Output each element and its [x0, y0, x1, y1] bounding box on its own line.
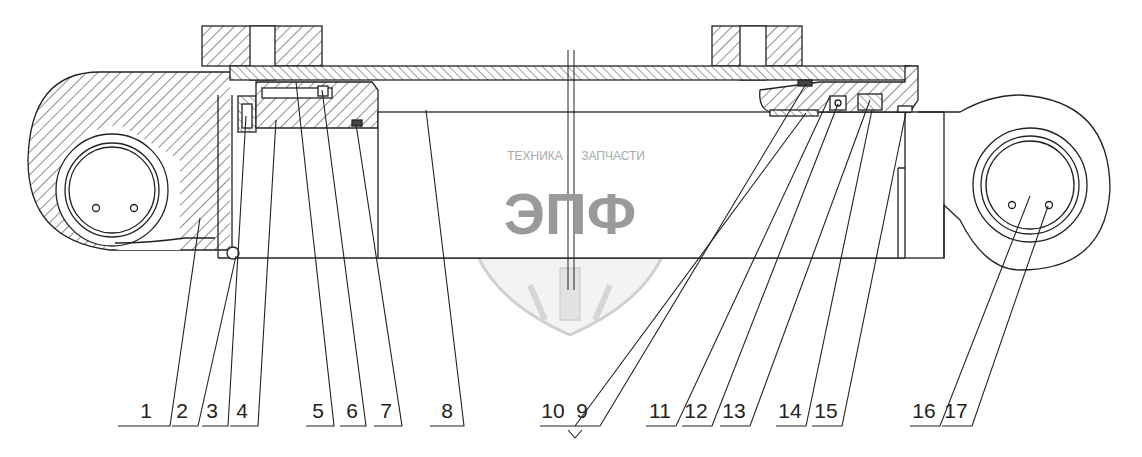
- callout-number: 16: [912, 400, 935, 421]
- callout-number: 9: [576, 400, 588, 421]
- callout-number: 17: [944, 400, 967, 421]
- watermark: ЭПФ: [504, 185, 636, 243]
- callout-number: 13: [722, 400, 745, 421]
- callout-number: 2: [176, 400, 188, 421]
- watermark: ЗАПЧАСТИ: [581, 150, 645, 162]
- callout-number: 8: [441, 400, 453, 421]
- callout-number: 1: [140, 400, 152, 421]
- callout-number: 7: [380, 400, 392, 421]
- callout-number: 10: [541, 400, 564, 421]
- callout-number: 11: [649, 400, 671, 421]
- callout-number: 4: [236, 400, 248, 421]
- callout-number: 5: [312, 400, 324, 421]
- callout-number: 12: [684, 400, 707, 421]
- callout-number: 14: [778, 400, 801, 421]
- callout-number: 15: [814, 400, 837, 421]
- callout-number: 3: [206, 400, 218, 421]
- watermark: ТЕХНИКА: [507, 150, 563, 162]
- callout-number: 6: [346, 400, 358, 421]
